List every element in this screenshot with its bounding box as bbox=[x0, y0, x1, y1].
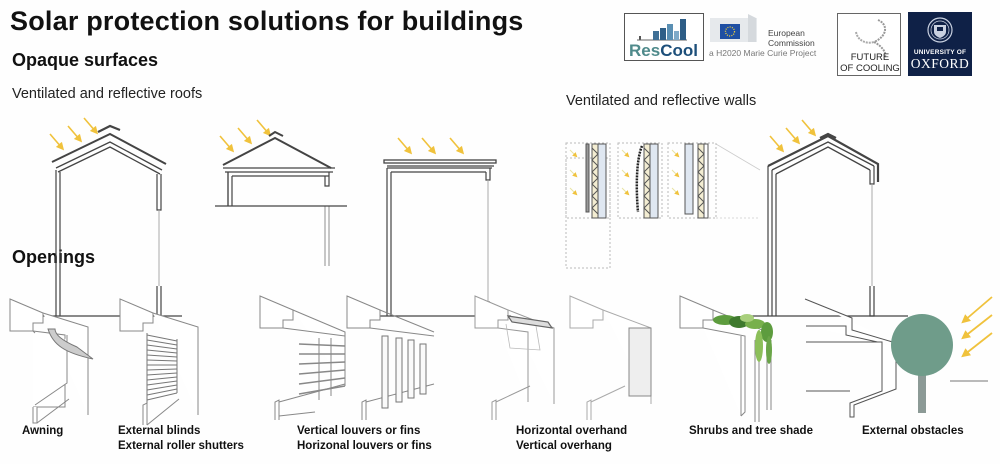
oxford-crest-icon bbox=[927, 17, 953, 43]
sun-arrows bbox=[49, 117, 99, 151]
swirl-icon bbox=[855, 19, 887, 59]
caption-louvers: Vertical louvers or fins Horizonal louve… bbox=[297, 424, 432, 454]
awning-diagram bbox=[9, 298, 94, 424]
oxford-line2: OXFORD bbox=[910, 56, 970, 71]
rescool-cool: Cool bbox=[660, 41, 698, 60]
horizontal-overhang-diagram bbox=[474, 295, 555, 420]
sun-arrows bbox=[961, 296, 993, 358]
foc-line1: FUTURE bbox=[850, 52, 890, 63]
fins bbox=[381, 335, 427, 409]
oxford-logo: UNIVERSITY OF OXFORD bbox=[908, 12, 972, 76]
ventilated-pitched-roof-diagram bbox=[38, 117, 182, 317]
foc-line2: OF COOLING bbox=[840, 63, 900, 74]
external-obstacles-diagram bbox=[804, 296, 993, 418]
caption-external-obstacles: External obstacles bbox=[862, 424, 964, 439]
louver-slats bbox=[298, 338, 346, 400]
tree-trunk bbox=[918, 373, 926, 413]
ventilated-flat-roof-diagram bbox=[370, 137, 512, 317]
caption-overhang: Horizontal overhand Vertical overhang bbox=[516, 424, 627, 454]
caption-line: Awning bbox=[22, 425, 64, 437]
city-skyline-icon bbox=[637, 19, 687, 41]
roofs-label: Ventilated and reflective roofs bbox=[12, 86, 203, 102]
caption-line: Vertical louvers or fins bbox=[297, 425, 421, 437]
eu-line1: European bbox=[768, 28, 805, 38]
openings-heading: Openings bbox=[12, 247, 96, 267]
opaque-surfaces-heading: Opaque surfaces bbox=[12, 50, 159, 70]
overhang-slab bbox=[506, 315, 554, 329]
oxford-line1: UNIVERSITY OF bbox=[913, 49, 967, 56]
eu-line2: Commission bbox=[768, 38, 815, 48]
caption-line: Vertical overhang bbox=[516, 440, 612, 452]
tree-crown bbox=[891, 314, 953, 376]
eu-tagline: a H2020 Marie Curie Project bbox=[709, 48, 817, 58]
rescool-res: Res bbox=[629, 41, 661, 60]
caption-line: External blinds bbox=[118, 425, 201, 437]
horizontal-louvers-diagram bbox=[259, 295, 346, 420]
eu-logo: European Commission a H2020 Marie Curie … bbox=[709, 12, 825, 62]
ventilated-attic-roof-diagram bbox=[215, 119, 347, 266]
shrubs-diagram bbox=[679, 295, 773, 422]
caption-line: Horizontal overhand bbox=[516, 425, 628, 437]
caption-awning: Awning bbox=[22, 424, 63, 439]
eu-flag-icon bbox=[720, 24, 740, 39]
caption-line: Shrubs and tree shade bbox=[689, 425, 813, 437]
ventilated-wall-details bbox=[565, 142, 761, 269]
caption-shrubs: Shrubs and tree shade bbox=[689, 424, 813, 439]
ventilated-wall-house-diagram bbox=[746, 119, 908, 317]
caption-line: External roller shutters bbox=[118, 440, 244, 452]
walls-label: Ventilated and reflective walls bbox=[566, 93, 757, 109]
blind-slats bbox=[146, 333, 178, 403]
vertical-overhang-diagram bbox=[569, 295, 652, 420]
caption-line: Horizonal louvers or fins bbox=[297, 440, 432, 452]
caption-external-blinds: External blinds External roller shutters bbox=[118, 424, 244, 454]
rescool-logo: ResCool bbox=[624, 13, 704, 61]
vertical-fins-diagram bbox=[346, 295, 435, 420]
page-title: Solar protection solutions for buildings bbox=[10, 6, 524, 36]
caption-line: External obstacles bbox=[862, 425, 964, 437]
external-blinds-diagram bbox=[119, 298, 199, 426]
future-of-cooling-logo: FUTURE OF COOLING bbox=[837, 13, 901, 76]
vine-foliage bbox=[713, 314, 773, 364]
vertical-panel bbox=[628, 327, 652, 397]
awning-fabric bbox=[47, 328, 94, 360]
